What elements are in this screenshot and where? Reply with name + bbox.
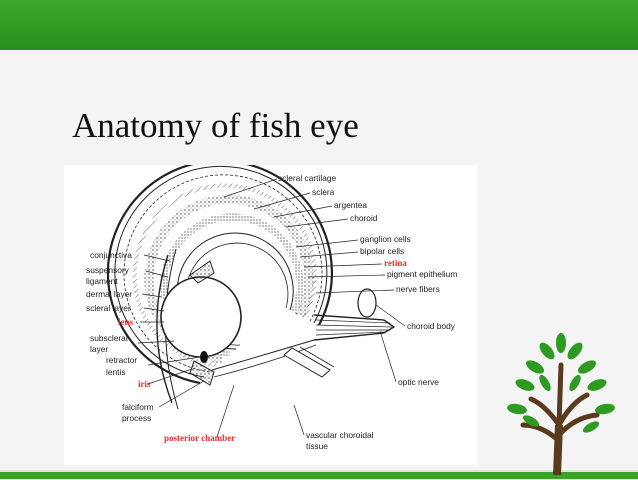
label-choroid-body: choroid body	[407, 321, 456, 331]
label-lentis: lentis	[106, 367, 126, 377]
label-iris: iris	[138, 379, 151, 389]
fish-eye-illustration: scleral cartilage sclera argentea choroi…	[86, 165, 457, 451]
label-scleral-layer: scleral layer	[86, 303, 131, 313]
label-retina: retina	[384, 258, 407, 268]
label-sclera: sclera	[312, 187, 335, 197]
label-bipolar-cells: bipolar cells	[360, 246, 404, 256]
label-ligament: ligament	[86, 276, 118, 286]
tree-icon	[505, 325, 615, 480]
label-scleral-cartilage: scleral cartilage	[278, 173, 337, 183]
label-process: process	[122, 413, 151, 423]
label-optic-nerve: optic nerve	[398, 377, 439, 387]
label-layer: layer	[90, 344, 108, 354]
slide-title: Anatomy of fish eye	[72, 106, 359, 145]
label-choroid: choroid	[350, 213, 378, 223]
eye-drawing	[106, 165, 396, 410]
bottom-rule	[0, 470, 638, 472]
label-lens: lens	[118, 317, 134, 327]
label-argentea: argentea	[334, 200, 367, 210]
label-subscleral: subscleral	[90, 333, 128, 343]
label-retractor: retractor	[106, 355, 137, 365]
label-pigment-epithelium: pigment epithelium	[387, 269, 457, 279]
label-ganglion-cells: ganglion cells	[360, 234, 411, 244]
label-dermal-layer: dermal layer	[86, 289, 132, 299]
diagram-labels: scleral cartilage sclera argentea choroi…	[86, 173, 457, 451]
label-falciform: falciform	[122, 402, 154, 412]
label-vascular-choroidal: vascular choroidal	[306, 430, 374, 440]
label-nerve-fibers: nerve fibers	[396, 284, 440, 294]
top-banner	[0, 0, 638, 50]
label-posterior-chamber: posterior chamber	[164, 433, 235, 443]
bottom-banner	[0, 472, 638, 479]
fish-eye-diagram: scleral cartilage sclera argentea choroi…	[64, 165, 477, 465]
label-conjunctiva: conjunctiva	[90, 250, 132, 260]
label-suspensory: suspensory	[86, 265, 130, 275]
label-tissue: tissue	[306, 441, 328, 451]
leader-lines	[137, 178, 406, 438]
